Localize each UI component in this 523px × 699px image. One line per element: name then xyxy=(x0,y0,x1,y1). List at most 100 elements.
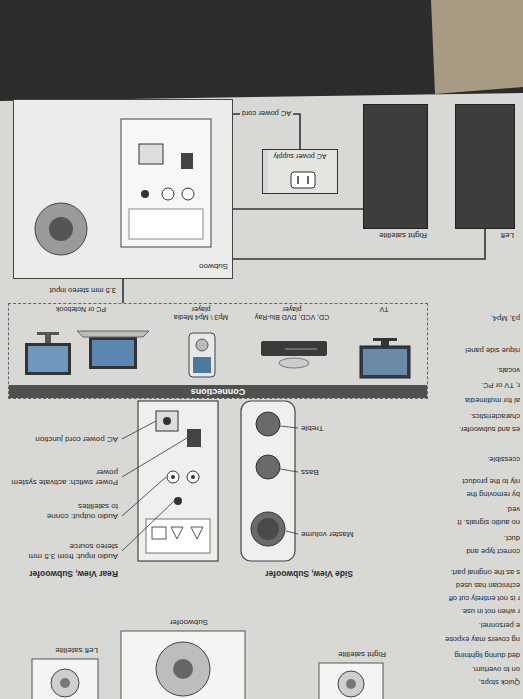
manual-text: nly to the product xyxy=(428,477,520,486)
player-icon xyxy=(261,341,327,356)
leader-line xyxy=(280,426,298,428)
part-name: Subwoofer xyxy=(138,617,208,627)
callout-text: to satellites xyxy=(3,501,118,511)
manual-text: p3, Mp4, xyxy=(428,314,520,323)
control-name: Treble xyxy=(301,423,343,433)
device: Mp3 \ Mp4 Media player xyxy=(165,304,237,381)
manual-text: echnician has used xyxy=(428,581,520,590)
manual-text: ng covers may expose xyxy=(428,635,520,644)
part-name: Right satellite xyxy=(306,649,386,659)
manual-text: no audio signals. It xyxy=(428,518,520,527)
manual-text: duct. xyxy=(428,534,520,543)
power-switch xyxy=(181,153,193,169)
manual-text: ccessible. xyxy=(428,455,520,464)
cable-label: 3.5 mm stereo input xyxy=(48,287,118,296)
plug-icon xyxy=(291,172,315,188)
manual-text: characteristics. xyxy=(428,412,520,421)
view-heading: Rear View, Subwoofer xyxy=(3,569,118,579)
manual-text: e personnel. xyxy=(428,621,520,630)
manual-text: by removing the xyxy=(428,490,520,499)
driver-cap xyxy=(346,679,356,689)
leader-line xyxy=(122,477,166,516)
cable-label: AC power cord xyxy=(240,110,294,119)
cable xyxy=(233,208,363,210)
manual-text: ded during lightning xyxy=(428,651,520,660)
disc-icon xyxy=(279,358,309,368)
manual-text: nique side panel xyxy=(428,346,520,355)
power-switch xyxy=(187,429,201,447)
ac-socket xyxy=(156,411,178,431)
warning-symbol xyxy=(191,527,203,539)
warning-symbol xyxy=(171,527,183,539)
cable xyxy=(233,114,300,149)
satellite-front xyxy=(319,663,383,699)
paper xyxy=(0,93,523,699)
cable xyxy=(122,279,124,303)
leader-line xyxy=(122,501,174,551)
node-label: Left xyxy=(501,231,514,240)
callout-text: Audio output: conne xyxy=(3,511,118,521)
leader-line xyxy=(280,469,298,472)
volume-knob-cap xyxy=(257,518,279,540)
disc-slot xyxy=(285,349,317,350)
rear-panel xyxy=(121,119,211,247)
manual-text: s as the original part. xyxy=(428,568,520,577)
monitor-display xyxy=(28,346,68,372)
rca-jack xyxy=(167,471,179,483)
manual-text: on to overturn. xyxy=(428,665,520,674)
satellite-speaker: Right satellite xyxy=(363,104,428,229)
callout-text: Audio input: from 3.5 mm stereo source xyxy=(6,542,118,561)
cardboard xyxy=(431,0,523,94)
satellite-speaker: Left xyxy=(455,104,515,229)
node-label: PC or Notebook xyxy=(15,304,147,313)
node-label: AC power supply xyxy=(263,150,337,160)
view-heading: Side View, Subwoofer xyxy=(238,569,353,579)
woofer-cap xyxy=(173,659,193,679)
rca-jack xyxy=(182,188,194,200)
media-player-icon xyxy=(189,333,215,377)
cable xyxy=(233,229,485,259)
part-name: Left satellite xyxy=(18,645,98,655)
device: PC or Notebook xyxy=(15,304,147,381)
ce-mark xyxy=(152,527,166,539)
volume-knob xyxy=(251,512,285,546)
power-supply-box: AC power supply xyxy=(262,149,338,194)
node-label: CD, VCD, DVD Blu-Ray player xyxy=(250,304,334,321)
node-label: Right satellite xyxy=(379,231,427,240)
manual-text: al for multimedia xyxy=(428,396,520,405)
device: TV xyxy=(349,304,419,381)
treble-knob xyxy=(256,412,280,436)
bass-knob xyxy=(256,455,280,479)
laptop-display xyxy=(92,340,134,366)
click-wheel xyxy=(196,339,208,351)
tv-icon xyxy=(360,346,410,378)
manual-text: Quick stops, xyxy=(428,678,520,687)
node-label: Mp3 \ Mp4 Media player xyxy=(165,304,237,321)
media-player-screen xyxy=(193,357,211,373)
rca-jack xyxy=(162,188,174,200)
bass-port xyxy=(35,203,87,255)
driver xyxy=(51,669,79,697)
manual-text: correct type and xyxy=(428,547,520,556)
tv-base xyxy=(373,338,397,341)
warning-sticker xyxy=(129,209,203,239)
bass-port-inner xyxy=(49,217,73,241)
rca-pin xyxy=(171,475,175,479)
ac-socket xyxy=(139,144,163,164)
rca-jack xyxy=(187,471,199,483)
driver-cap xyxy=(60,678,70,688)
subwoofer-cabinet: Subwoo xyxy=(13,99,233,279)
audio-input-jack xyxy=(141,190,149,198)
section-heading: Connections xyxy=(9,385,427,398)
leader-line xyxy=(122,438,187,477)
manual-text: vocals. xyxy=(428,366,520,375)
subwoofer-body xyxy=(13,99,233,279)
manual-text: r is not entirely cut off xyxy=(428,594,520,603)
callout-text: AC power cord junction xyxy=(3,434,118,444)
control-name: Master volume xyxy=(301,529,383,539)
driver xyxy=(338,671,364,697)
